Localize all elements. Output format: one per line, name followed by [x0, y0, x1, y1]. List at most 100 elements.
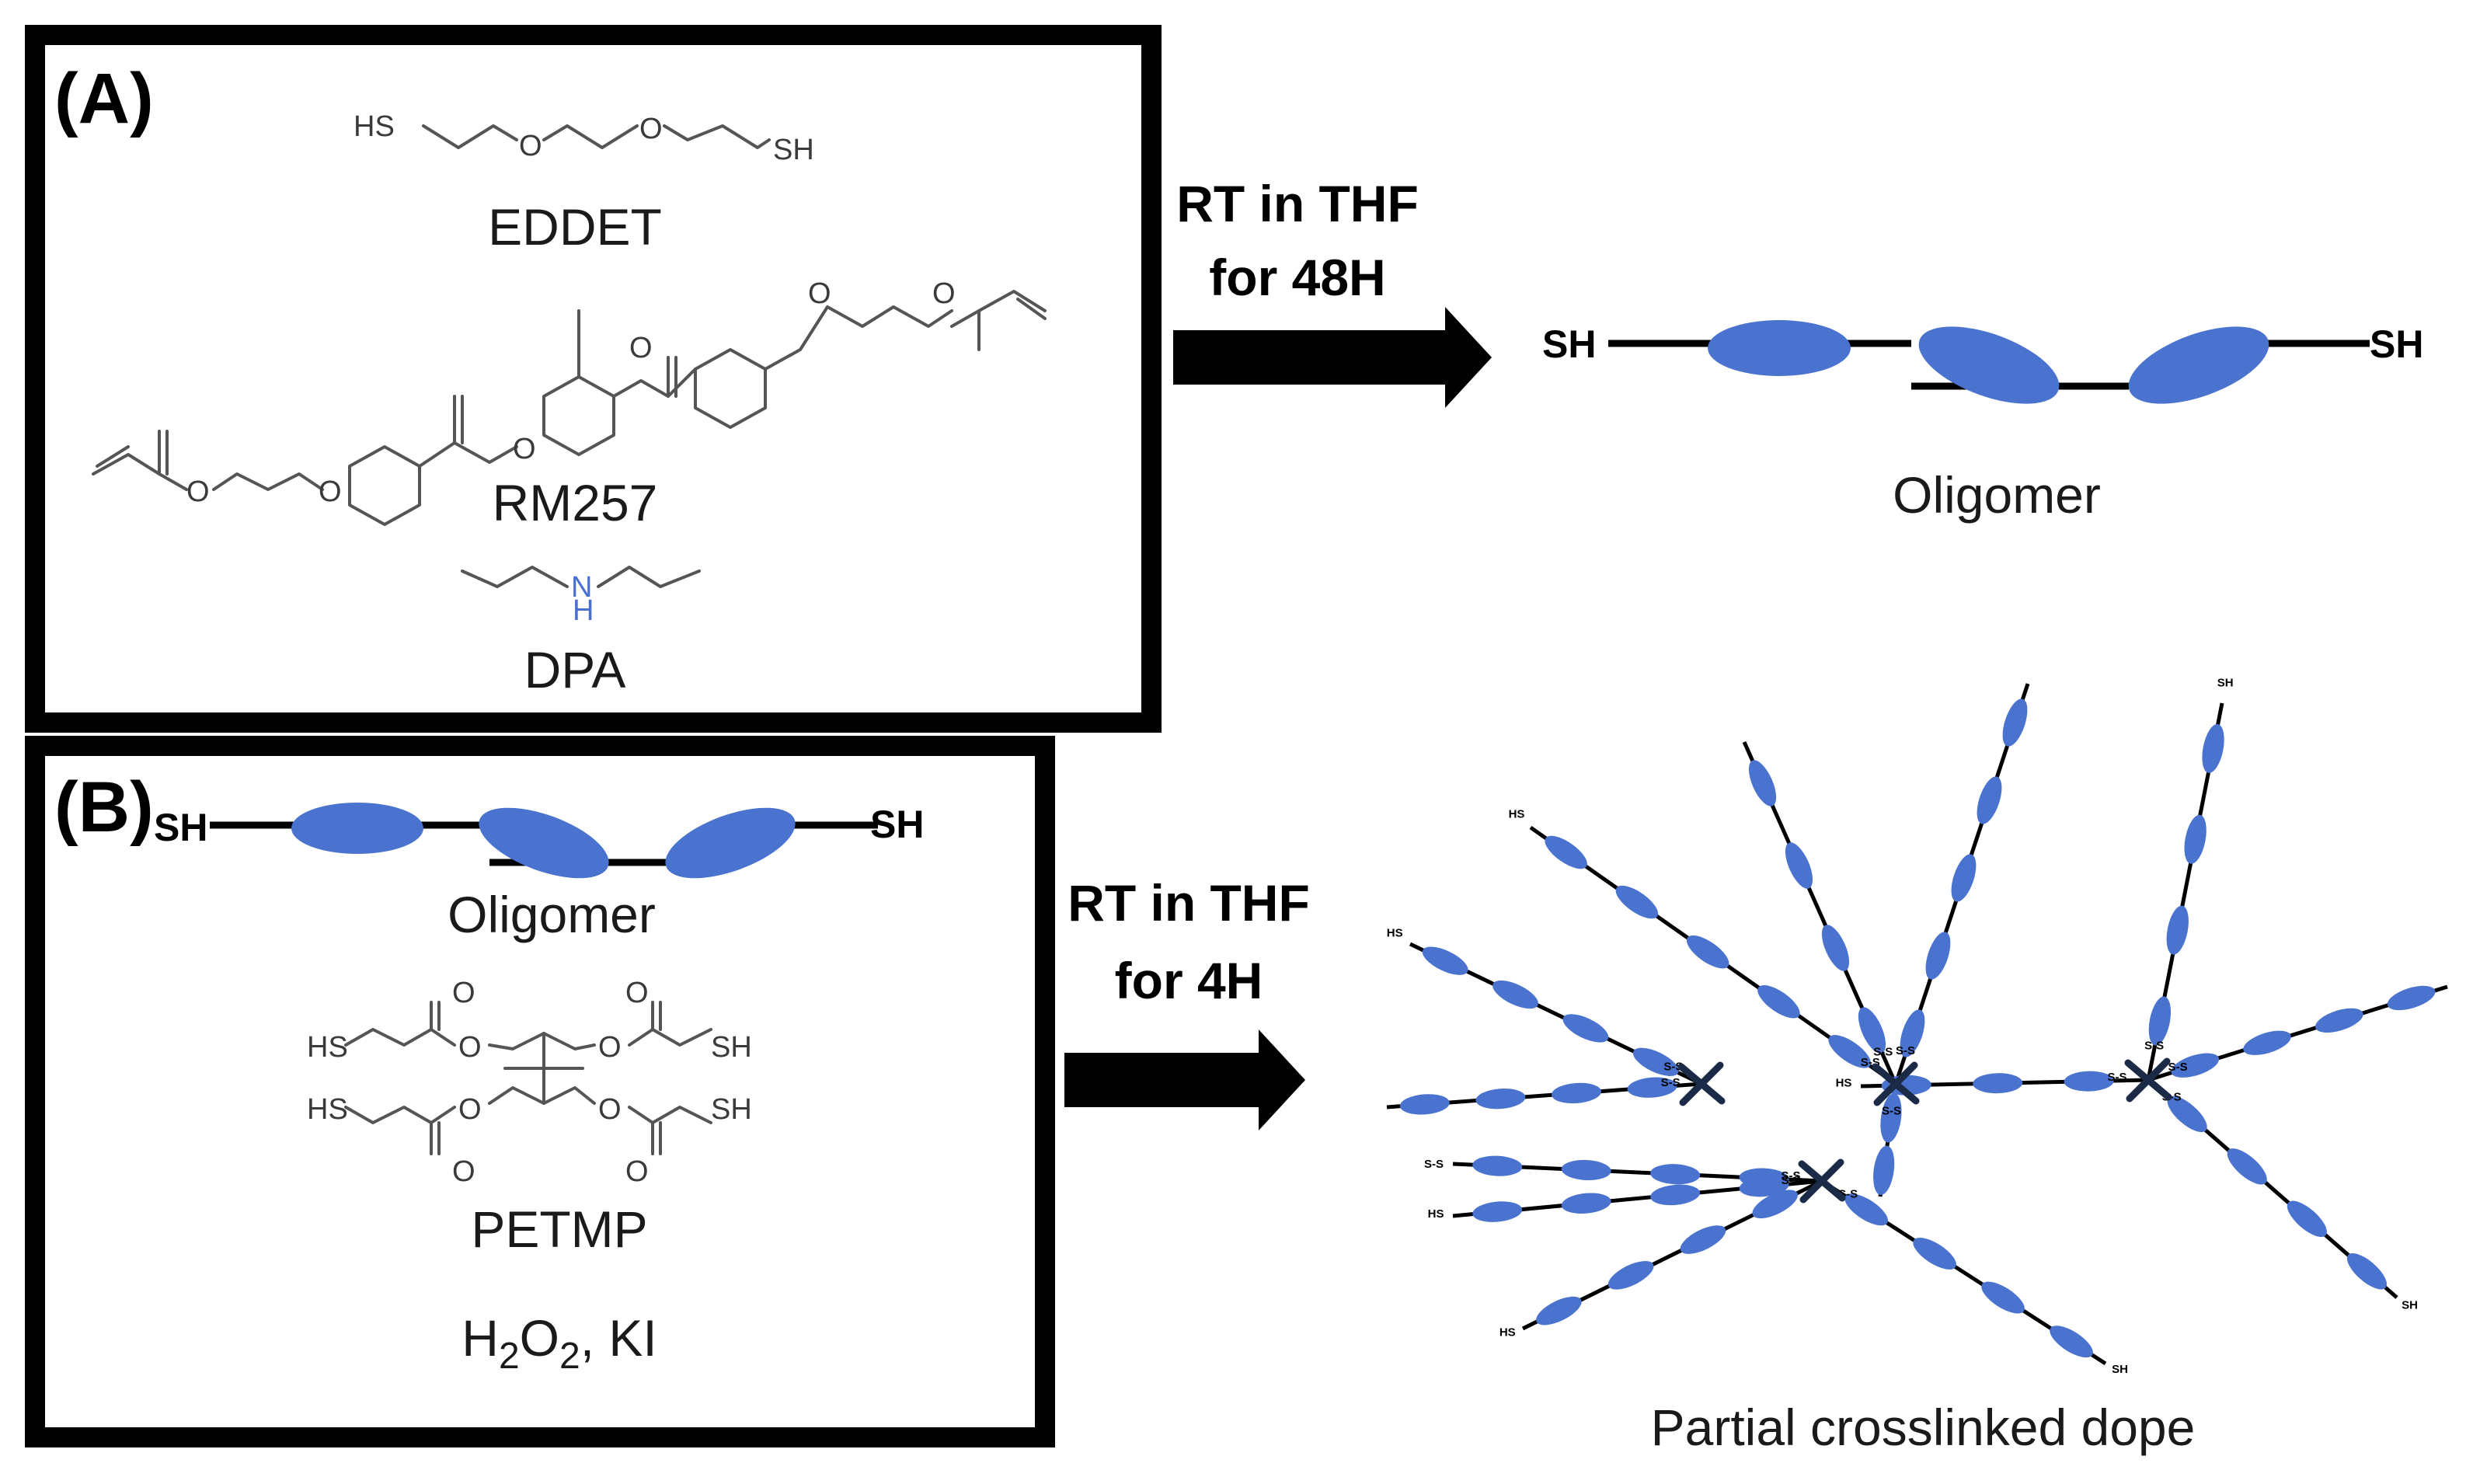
- step2-arrow: [1064, 1029, 1305, 1130]
- network-mesogen: [1650, 1164, 1701, 1185]
- network-mesogen: [1607, 1260, 1654, 1290]
- rm257-structure: O O O O O O: [92, 277, 1047, 526]
- network-mesogen: [2315, 1008, 2363, 1033]
- network-mesogen: [2243, 1030, 2291, 1055]
- crosslink-point: [1872, 1061, 1920, 1106]
- panel-b-mesogen-3: [665, 807, 796, 879]
- network-mesogen: [1925, 932, 1951, 980]
- crosslink-point: [2124, 1057, 2172, 1103]
- dpa-name: DPA: [524, 641, 626, 698]
- crosslink-point: [1677, 1061, 1726, 1106]
- network-end-sh: SH: [2402, 1298, 2418, 1312]
- network-mesogen: [1680, 1225, 1726, 1254]
- network-ss-label: S-S: [1661, 1076, 1681, 1089]
- panel-a-frame: [25, 25, 1162, 733]
- petmp-structure: O O O O O O O O HS SH HS SH: [307, 977, 752, 1188]
- network-mesogen: [2148, 996, 2172, 1046]
- network-mesogen: [1422, 946, 1468, 975]
- oligomer-top-sh-right: SH: [2370, 322, 2423, 366]
- network-mesogen: [2287, 1200, 2327, 1238]
- petmp-o-7: O: [452, 1155, 475, 1188]
- network-mesogen: [1739, 1176, 1789, 1197]
- dpa-nitrogen: N: [571, 571, 592, 604]
- network-end-ss: S-S: [1424, 1158, 1444, 1171]
- step1-arrow: [1173, 307, 1492, 408]
- network-mesogen: [1844, 1193, 1888, 1226]
- network-end-hs: HS: [1428, 1207, 1444, 1221]
- step2-condition-line1: RT in THF: [1068, 874, 1310, 932]
- eddet-name: EDDET: [488, 198, 662, 256]
- network-ss-label: S-S: [2108, 1071, 2127, 1084]
- rm257-oxygen-5: O: [808, 277, 831, 310]
- petmp-o-6: O: [598, 1093, 622, 1126]
- network-mesogen: [1627, 1077, 1677, 1098]
- network-mesogen: [1951, 854, 1977, 902]
- network-caption: Partial crosslinked dope: [1651, 1399, 2196, 1456]
- panel-a-label: (A): [54, 59, 154, 138]
- petmp-name: PETMP: [471, 1200, 647, 1258]
- panel-b-mesogen-2: [479, 807, 609, 879]
- network-mesogen: [1785, 842, 1813, 889]
- dpa-structure: N H: [461, 566, 701, 627]
- petmp-o-2: O: [458, 1031, 482, 1064]
- step1-condition-line2: for 48H: [1209, 249, 1385, 306]
- network-end-hs: HS: [1387, 926, 1403, 939]
- network-ss-label: S-S: [1882, 1105, 1901, 1118]
- network-mesogen: [1472, 1201, 1523, 1222]
- network-mesogen: [1561, 1159, 1611, 1181]
- petmp-o-3: O: [598, 1031, 622, 1064]
- oligomer-top-sh-left: SH: [1542, 322, 1596, 366]
- network-ss-label: S-S: [1663, 1061, 1683, 1074]
- network-mesogen: [1492, 980, 1538, 1009]
- petmp-o-4: O: [625, 977, 649, 1009]
- petmp-o-8: O: [625, 1155, 649, 1188]
- panel-b-label: (B): [54, 768, 154, 847]
- network-mesogen: [2171, 1053, 2220, 1078]
- oligomer-top-caption: Oligomer: [1893, 466, 2101, 524]
- network-mesogen: [2202, 723, 2224, 773]
- network-mesogen: [1977, 776, 2002, 824]
- network-mesogen: [1632, 1047, 1679, 1076]
- network-end-hs: HS: [1836, 1076, 1852, 1089]
- network-mesogen: [1858, 1007, 1886, 1054]
- petmp-hs-top: HS: [307, 1031, 348, 1064]
- network-mesogen: [1536, 1296, 1582, 1325]
- rm257-oxygen-2: O: [319, 476, 342, 508]
- panel-b-sh-right: SH: [870, 803, 924, 846]
- network-mesogen: [2346, 1253, 2388, 1290]
- network-mesogen: [1828, 1035, 1871, 1068]
- panel-b-mesogen-1: [291, 803, 423, 854]
- network-mesogen: [2050, 1325, 2093, 1358]
- panel-b-frame: [25, 736, 1055, 1447]
- network-ss-label: S-S: [2168, 1061, 2188, 1074]
- network-end-sh: SH: [2217, 676, 2234, 689]
- network-mesogen: [1562, 1014, 1609, 1043]
- rm257-oxygen-1: O: [186, 476, 210, 508]
- oligomer-top-mesogen-3: [2128, 326, 2269, 404]
- network-mesogen: [1650, 1184, 1701, 1206]
- network-mesogen: [1981, 1281, 2025, 1314]
- rm257-oxygen-4: O: [629, 332, 653, 364]
- petmp-sh-bottom: SH: [711, 1093, 752, 1126]
- network-mesogen: [2166, 905, 2189, 955]
- oligomer-top-mesogen-1: [1708, 320, 1851, 376]
- network-mesogen: [1821, 925, 1850, 971]
- network-mesogen: [1748, 760, 1777, 806]
- network-mesogen: [1615, 885, 1659, 919]
- petmp-sh-top: SH: [711, 1031, 752, 1064]
- network-mesogen: [1913, 1237, 1956, 1270]
- rm257-oxygen-3: O: [513, 433, 536, 465]
- network-mesogen: [1880, 1093, 1902, 1143]
- eddet-sh-right: SH: [773, 134, 814, 166]
- eddet-hs-left: HS: [354, 110, 395, 143]
- network-ss-label: S-S: [1873, 1045, 1893, 1058]
- network-mesogen: [1545, 835, 1587, 869]
- network-mesogen: [1757, 985, 1800, 1019]
- network-mesogen: [2227, 1148, 2267, 1185]
- oligomer-top: SH SH: [1542, 320, 2423, 404]
- network-mesogen: [1472, 1155, 1523, 1176]
- petmp-o-1: O: [452, 977, 475, 1009]
- network-mesogen: [1900, 1009, 1925, 1057]
- step2-condition-line2: for 4H: [1115, 952, 1263, 1009]
